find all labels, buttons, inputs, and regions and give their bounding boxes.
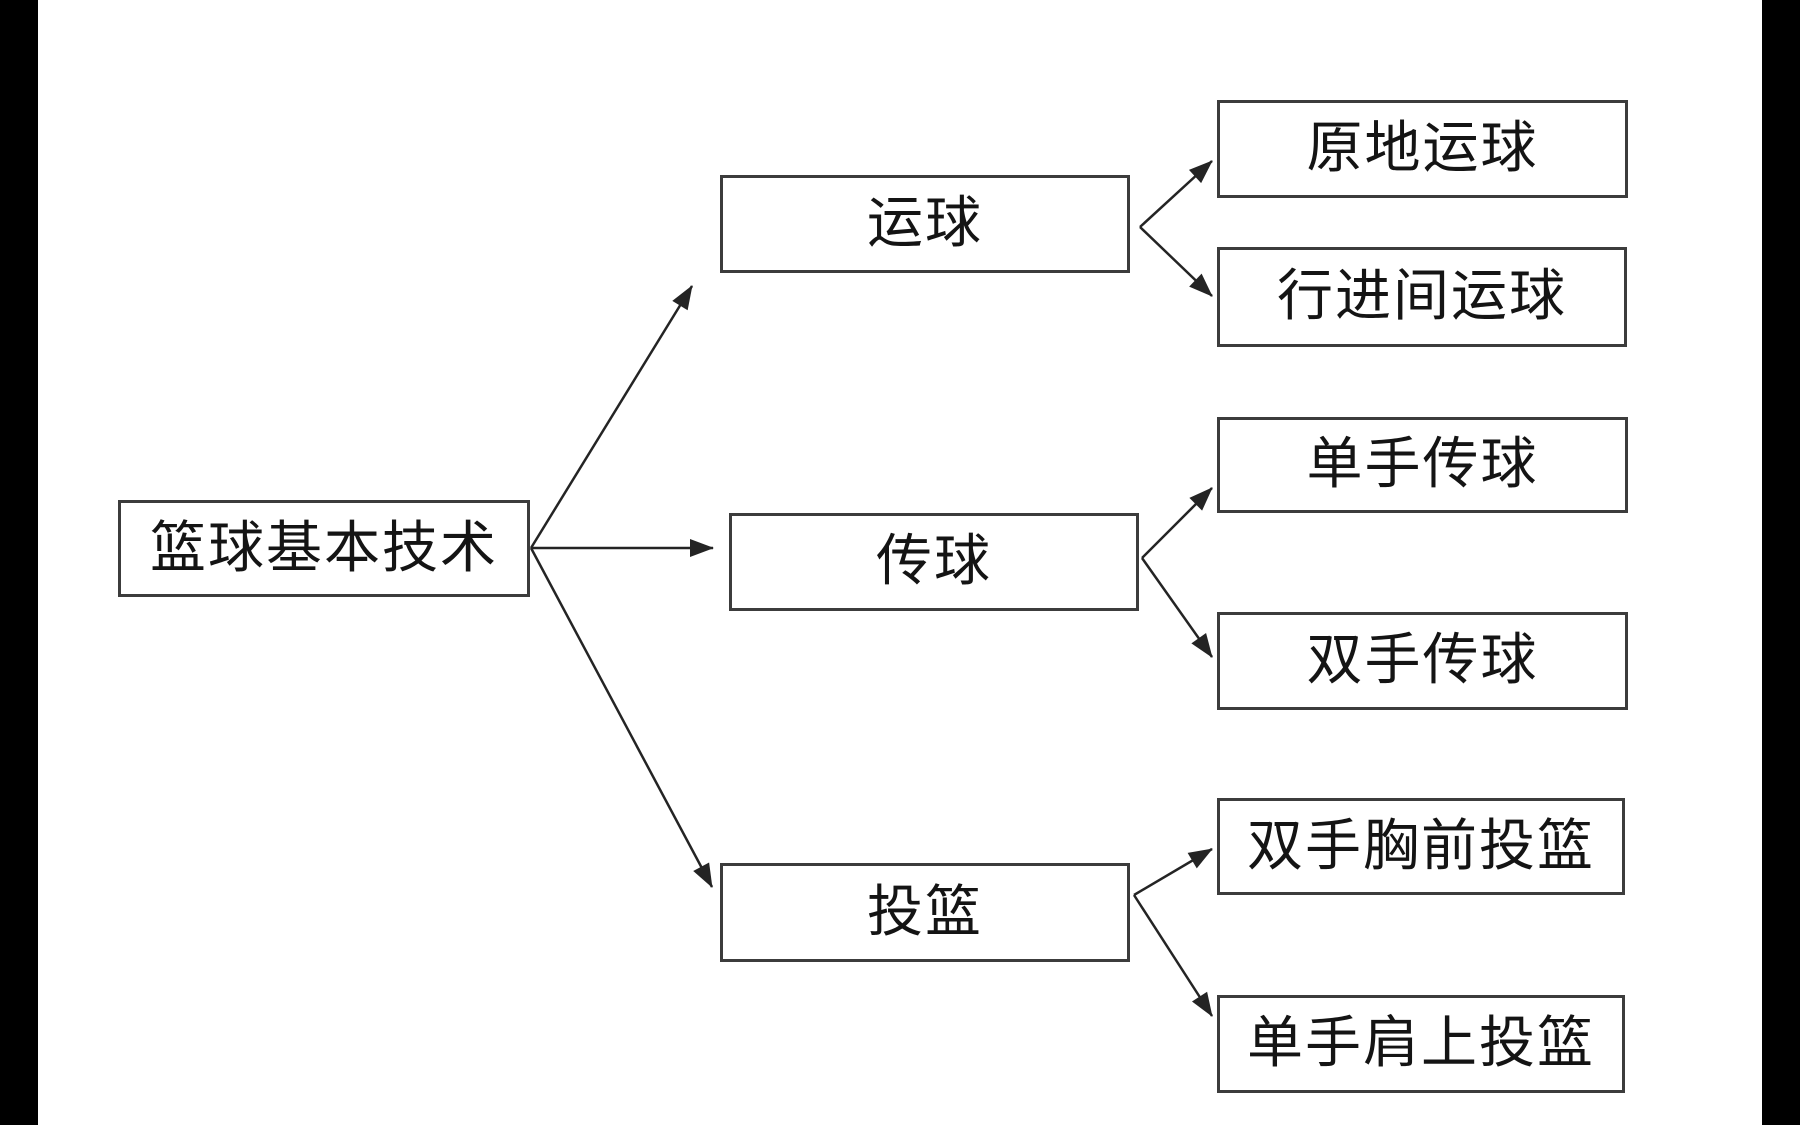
node-branch-pass-label: 传球	[876, 529, 992, 594]
node-leaf-onehand-shoulder-shot-label: 单手肩上投篮	[1247, 1011, 1595, 1076]
node-leaf-stationary-dribble-label: 原地运球	[1306, 116, 1539, 181]
node-leaf-onehand-pass-label: 单手传球	[1306, 432, 1539, 497]
arrow-root-to-shoot	[529, 547, 714, 888]
arrow-dribble-to-moving	[1139, 226, 1213, 297]
node-branch-dribble: 运球	[720, 175, 1130, 273]
arrow-shoot-to-shoulder	[1132, 894, 1214, 1017]
node-root-label: 篮球基本技术	[150, 515, 498, 581]
arrow-root-to-dribble	[529, 285, 694, 549]
node-leaf-moving-dribble-label: 行进间运球	[1277, 264, 1567, 329]
node-leaf-moving-dribble: 行进间运球	[1217, 247, 1627, 347]
node-branch-shoot: 投篮	[720, 863, 1130, 962]
node-leaf-twohand-chest-shot: 双手胸前投篮	[1217, 798, 1625, 895]
node-leaf-stationary-dribble: 原地运球	[1217, 100, 1628, 198]
node-leaf-onehand-pass: 单手传球	[1217, 417, 1628, 513]
letterbox-right-bar	[1762, 0, 1800, 1125]
node-leaf-twohand-chest-shot-label: 双手胸前投篮	[1247, 813, 1595, 879]
node-leaf-twohand-pass: 双手传球	[1217, 612, 1628, 710]
node-branch-dribble-label: 运球	[867, 191, 983, 256]
arrow-dribble-to-stationary	[1139, 160, 1213, 228]
arrow-pass-to-onehand	[1141, 487, 1213, 559]
node-leaf-onehand-shoulder-shot: 单手肩上投篮	[1217, 995, 1625, 1093]
arrow-pass-to-twohand	[1140, 557, 1214, 658]
letterbox-left-bar	[0, 0, 38, 1125]
node-leaf-twohand-pass-label: 双手传球	[1306, 628, 1539, 693]
node-branch-pass: 传球	[729, 513, 1139, 611]
node-branch-shoot-label: 投篮	[867, 879, 983, 945]
arrow-shoot-to-chest	[1133, 847, 1213, 897]
node-root-basketball-basics: 篮球基本技术	[118, 500, 530, 597]
